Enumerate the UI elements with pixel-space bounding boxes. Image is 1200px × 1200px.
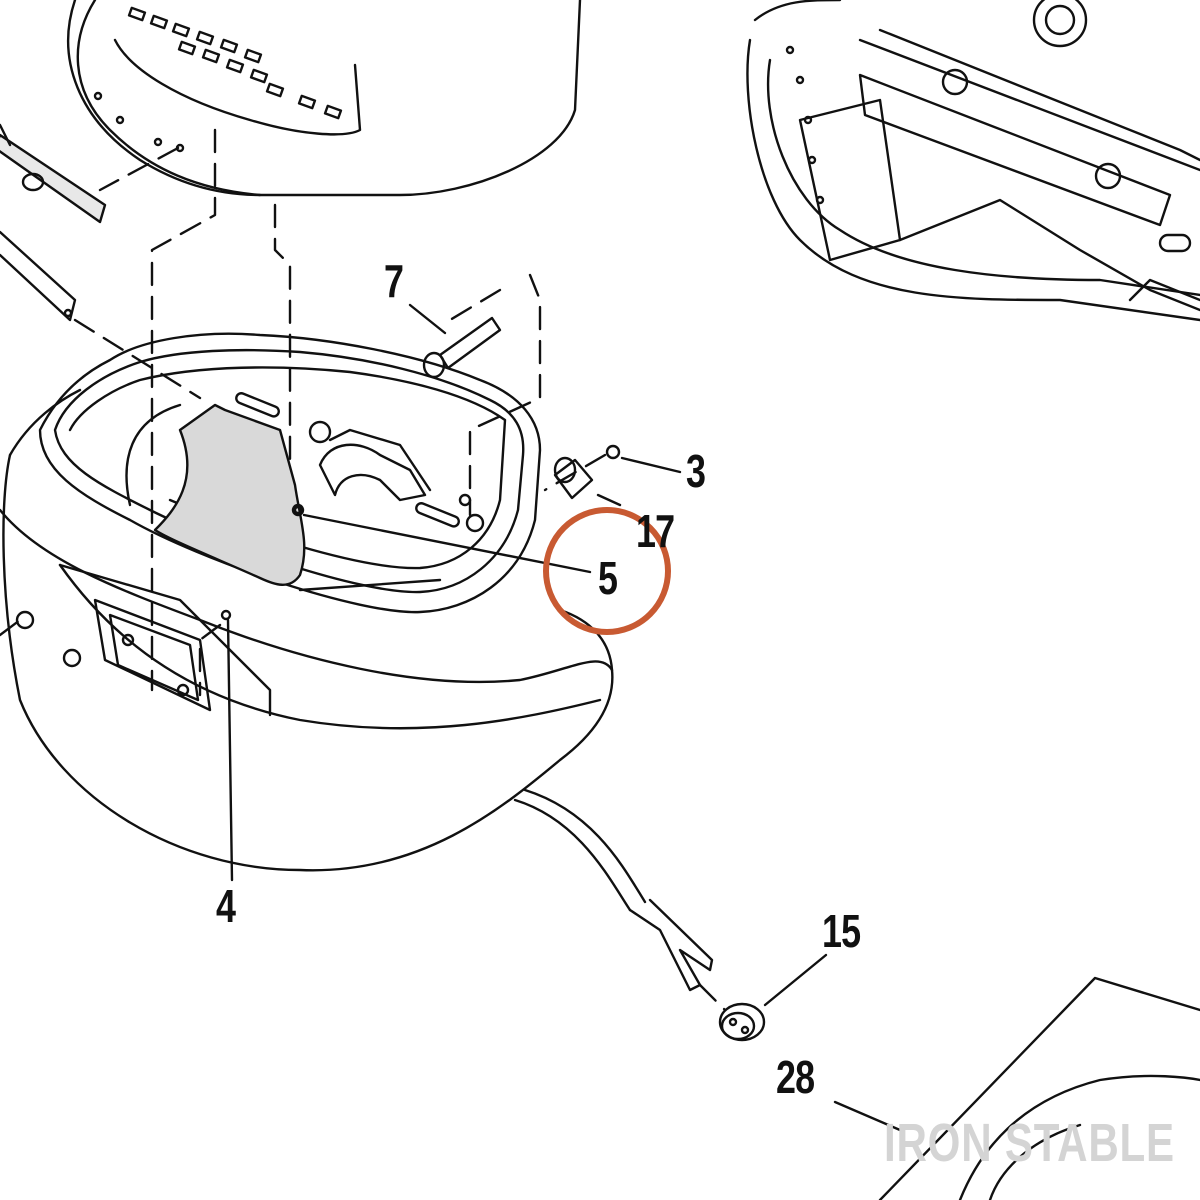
saddlebag-body bbox=[0, 332, 614, 872]
callout-7[interactable]: 7 bbox=[384, 255, 404, 307]
upper-right-assembly bbox=[746, 0, 1200, 322]
bushing-17 bbox=[553, 456, 594, 500]
callout-15[interactable]: 15 bbox=[822, 905, 861, 957]
plate-bracket bbox=[93, 598, 212, 712]
callout-17[interactable]: 17 bbox=[636, 505, 675, 557]
lower-right-assembly bbox=[878, 976, 1200, 1200]
grommet-15 bbox=[718, 1002, 766, 1042]
ground-cable bbox=[513, 788, 714, 992]
emblem-strip bbox=[0, 123, 107, 322]
callout-4[interactable]: 4 bbox=[216, 880, 236, 932]
shaded-liner bbox=[153, 403, 306, 586]
o-ring-3 bbox=[605, 444, 621, 460]
watermark: IRON STABLE bbox=[884, 1113, 1175, 1173]
callout-3[interactable]: 3 bbox=[686, 445, 706, 497]
highlight-ring bbox=[543, 507, 671, 635]
saddlebag-lid bbox=[67, 0, 582, 197]
callout-28[interactable]: 28 bbox=[776, 1051, 815, 1103]
bolt-7 bbox=[422, 316, 502, 379]
inner-hardware bbox=[220, 392, 485, 621]
leader-lines bbox=[226, 303, 902, 1132]
callout-5[interactable]: 5 bbox=[598, 552, 618, 604]
